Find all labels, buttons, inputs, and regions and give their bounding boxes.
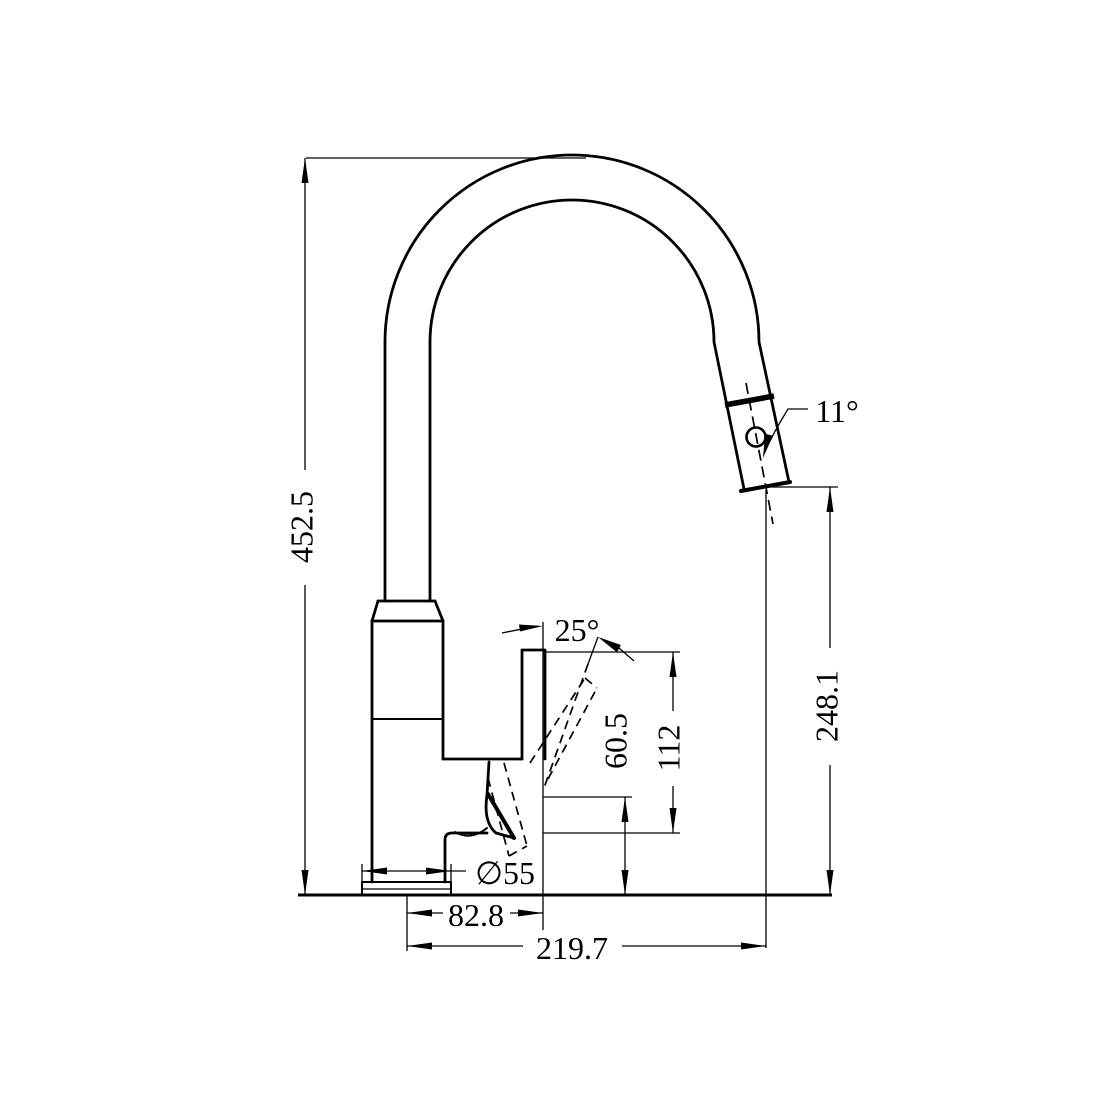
dim-handle-height-large: 112 [543, 651, 686, 834]
dim-base-diameter-label: ∅55 [475, 855, 535, 891]
handle-valve [454, 760, 516, 840]
dim-outlet-height-label: 248.1 [808, 670, 844, 742]
gooseneck-outer-edge [383, 153, 791, 603]
dim-outlet-height: 248.1 [769, 486, 844, 895]
dim-total-height: 452.5 [283, 157, 586, 895]
spray-head-centerline [745, 382, 774, 525]
lever-axis-solid-tip [587, 636, 599, 665]
dim-base-diameter: ∅55 [361, 855, 535, 891]
dim-handle-height-large-label: 112 [650, 725, 686, 772]
lower-body-step [443, 831, 489, 884]
dim-total-height-label: 452.5 [283, 491, 319, 563]
dim-body-to-handle: 82.8 [407, 897, 543, 933]
handle-lever-raised [529, 636, 599, 789]
valve-bottom-arc [454, 827, 488, 837]
dim-body-to-handle-label: 82.8 [448, 897, 504, 933]
handle-lever-down [487, 762, 528, 857]
lever-axis [543, 663, 589, 789]
body-collar [370, 599, 445, 623]
base-flange [361, 881, 452, 896]
dim-handle-height-small-label: 60.5 [597, 713, 633, 769]
spray-head [724, 382, 792, 525]
dim-head-angle-label: 11° [815, 393, 859, 429]
gooseneck-inner-edge [428, 198, 746, 603]
dim-handle-angle: 25° [501, 612, 635, 662]
faucet-body [370, 619, 547, 884]
handle-housing-block [520, 648, 547, 761]
faucet-outline [298, 153, 832, 897]
dim-spout-reach-label: 219.7 [536, 930, 608, 966]
valve-cover-edge [486, 792, 516, 840]
dim-handle-height-small: 60.5 [543, 713, 633, 895]
dim-spout-reach: 219.7 [407, 930, 766, 966]
dim-head-angle: 11° [763, 393, 859, 458]
dim-handle-angle-label: 25° [555, 612, 600, 648]
